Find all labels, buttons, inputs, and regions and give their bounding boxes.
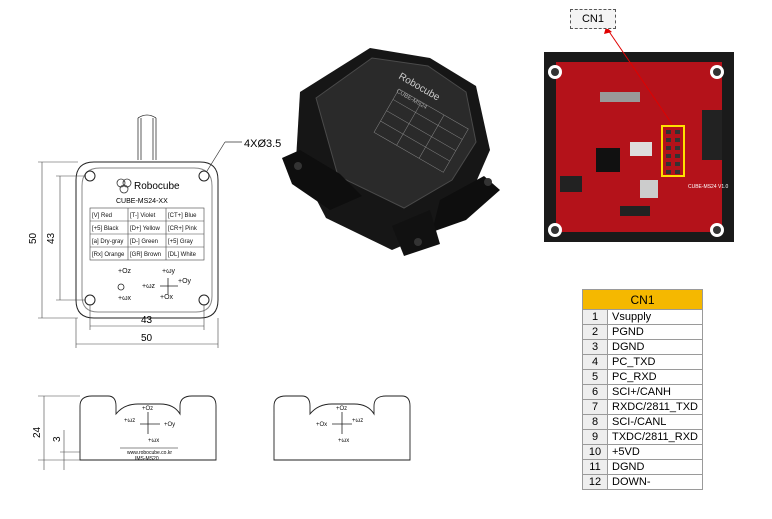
wire-cell: [D-] Green xyxy=(130,239,158,245)
svg-text:+ωz: +ωz xyxy=(124,418,135,424)
dim-50-vertical: 50 xyxy=(28,232,39,244)
svg-text:+ωz: +ωz xyxy=(352,418,363,424)
mount-hole-bl xyxy=(84,294,96,306)
pcb-label: CUBE-MS24 V1.0 xyxy=(688,184,729,190)
table-row: 10+5VD xyxy=(582,444,703,460)
side-view-2 xyxy=(273,395,411,461)
mount-hole-tl xyxy=(84,170,96,182)
wire-cell: [D+] Yellow xyxy=(130,226,161,232)
cn1-highlight xyxy=(661,125,685,177)
dim-43-vertical: 43 xyxy=(46,232,57,244)
dim-3: 3 xyxy=(52,436,63,442)
wire-color-table xyxy=(89,207,205,261)
model-label: CUBE-MS24-XX xyxy=(116,198,168,205)
table-header: CN1 xyxy=(582,289,703,310)
side-label-model: IMS-MS20 xyxy=(135,456,159,462)
svg-text:+Oz: +Oz xyxy=(118,268,132,275)
side1-axis-labels: +Oz +ωz +Oy +ωx xyxy=(124,406,175,444)
wire-cell: [+5] Black xyxy=(92,226,120,232)
wire-cell: [CR+] Pink xyxy=(168,226,198,232)
side-view-1 xyxy=(79,395,217,461)
mount-hole-br xyxy=(198,294,210,306)
cable xyxy=(137,114,157,160)
brand-label: Robocube xyxy=(134,181,180,192)
axis-symbol: +Oz +ωy +Oy +ωz +Ox +ωx xyxy=(118,268,192,302)
svg-text:+ωy: +ωy xyxy=(162,268,176,275)
cn1-callout: CN1 xyxy=(570,9,616,29)
wire-cell: [+5] Gray xyxy=(168,239,193,245)
pcb-photo: CUBE-MS24 V1.0 xyxy=(544,27,734,242)
side2-axis-labels: +Oz +ωz +Ox +ωx xyxy=(316,406,363,444)
hole-note: 4XØ3.5 xyxy=(244,138,281,150)
svg-text:+ωz: +ωz xyxy=(142,283,156,290)
callout-arrow xyxy=(607,29,673,125)
wire-cell: [GR] Brown xyxy=(130,252,161,258)
svg-text:+Oz: +Oz xyxy=(336,406,347,412)
wire-cell: [V] Red xyxy=(92,213,112,219)
svg-text:+Ox: +Ox xyxy=(316,422,327,428)
product-photo: Robocube CUBE-MS24 xyxy=(282,48,500,256)
svg-text:+Oy: +Oy xyxy=(164,422,175,428)
mount-hole-tr xyxy=(198,170,210,182)
svg-text:+Oy: +Oy xyxy=(178,278,192,285)
dim-43-horizontal: 43 xyxy=(141,315,153,326)
svg-text:+ωx: +ωx xyxy=(118,295,132,302)
svg-text:+Ox: +Ox xyxy=(160,294,174,301)
dim-24: 24 xyxy=(32,426,43,438)
wire-cell: [Rx] Orange xyxy=(92,252,125,258)
svg-text:+ωx: +ωx xyxy=(148,438,159,444)
svg-text:+Oz: +Oz xyxy=(142,406,153,412)
dim-50-horizontal: 50 xyxy=(141,333,153,344)
wire-cell: [CT+] Blue xyxy=(168,213,197,219)
dimension-lines xyxy=(38,161,219,348)
wire-cell: [T-] Violet xyxy=(130,213,156,219)
robocube-logo xyxy=(116,178,132,194)
side-dimension-lines xyxy=(38,395,80,470)
wire-cell: [DL] White xyxy=(168,252,197,258)
wire-cell: [a] Dry-gray xyxy=(92,239,123,245)
side-label-url: www.robocube.co.kr xyxy=(127,450,172,456)
svg-text:+ωx: +ωx xyxy=(338,438,349,444)
